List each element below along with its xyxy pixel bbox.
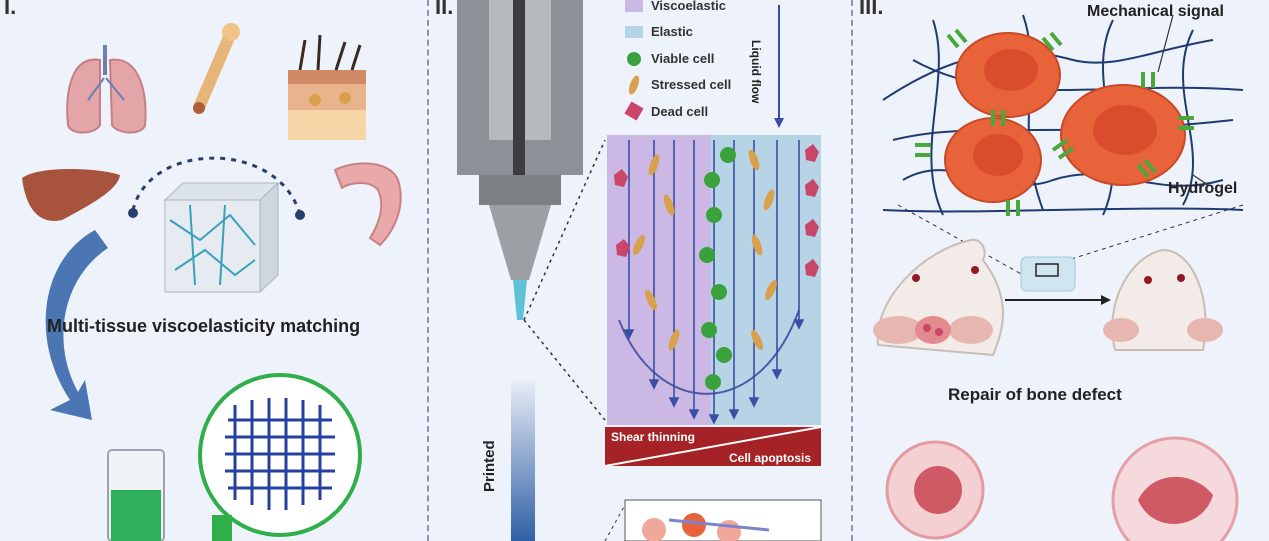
- panel-2: II.: [429, 0, 851, 541]
- hydrogel-label: Hydrogel: [1168, 180, 1238, 197]
- bottom-cell-left-icon: [885, 440, 985, 540]
- hydrogel-cube-icon: [163, 181, 280, 294]
- shear-thinning-label: Shear thinning: [611, 430, 695, 444]
- legend-label: Viable cell: [651, 51, 715, 66]
- rat-right-icon: [1103, 248, 1223, 351]
- bottom-cell-right-icon: [1111, 436, 1239, 541]
- test-tube-icon: [107, 449, 165, 541]
- intestine-icon: [333, 162, 402, 247]
- panel-3: III.: [853, 0, 1269, 541]
- cell-cluster: [944, 32, 1186, 203]
- legend-swatch-viscoelastic: [625, 0, 643, 12]
- crosslinks: [915, 28, 1194, 216]
- liquid-flow-label: Liquid flow: [749, 40, 763, 104]
- legend-label: Stressed cell: [651, 77, 732, 92]
- legend-label: Elastic: [651, 24, 693, 39]
- rat-left-icon: [873, 238, 1004, 357]
- cell-apoptosis-label: Cell apoptosis: [729, 451, 812, 465]
- panel-3-art: [873, 14, 1244, 541]
- panel-1-numeral: I.: [4, 0, 17, 19]
- repair-label: Repair of bone defect: [948, 385, 1122, 404]
- mechanical-signal-label: Mechanical signal: [1087, 3, 1224, 20]
- legend-label: Dead cell: [651, 104, 709, 119]
- panel-2-art: [457, 0, 822, 541]
- lungs-icon: [66, 45, 147, 134]
- skin-icon: [288, 34, 366, 140]
- printed-arrow: [511, 380, 535, 541]
- process-arrow: [45, 230, 108, 420]
- panel-1: I.: [0, 0, 427, 541]
- panel-1-caption: Multi-tissue viscoelasticity matching: [47, 316, 361, 336]
- liver-icon: [22, 169, 120, 221]
- bone-icon: [193, 23, 240, 114]
- legend-swatch-viable: [627, 52, 641, 66]
- divider-1: [427, 0, 429, 541]
- legend-swatch-elastic: [625, 26, 643, 38]
- divider-2: [851, 0, 853, 541]
- legend-label: Viscoelastic: [651, 0, 726, 13]
- panel-1-art: [22, 23, 402, 541]
- panel-2-numeral: II.: [435, 0, 454, 19]
- nozzle-icon: [457, 0, 583, 320]
- printed-lattice-icon: [198, 373, 362, 541]
- panel-3-numeral: III.: [859, 0, 884, 19]
- printed-label: Printed: [481, 440, 498, 492]
